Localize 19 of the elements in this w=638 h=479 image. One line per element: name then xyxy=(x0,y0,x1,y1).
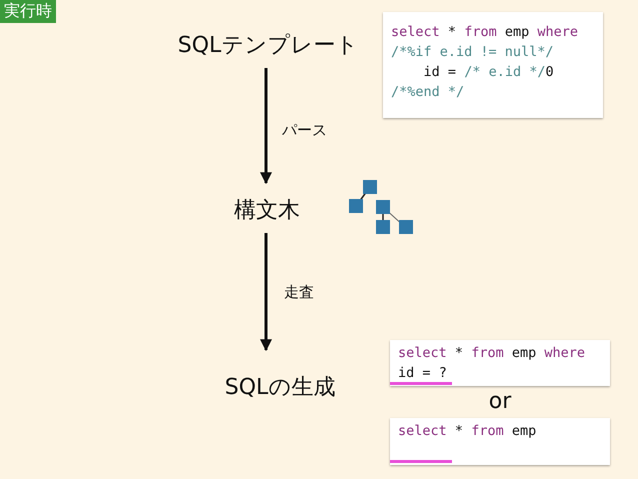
edge-label: 走査 xyxy=(284,283,314,302)
step-label: SQLテンプレート xyxy=(178,30,358,60)
code-box xyxy=(390,418,610,465)
code-line: id = ? xyxy=(398,364,448,383)
arrow xyxy=(260,233,272,352)
code-line: /*%end */ xyxy=(391,83,466,102)
edge-label: パース xyxy=(282,121,327,140)
code-box xyxy=(390,340,610,386)
step-label: SQLの生成 xyxy=(224,372,336,402)
code-line: id = /* e.id */0 xyxy=(422,63,555,82)
code-line: select * from emp where xyxy=(398,344,586,363)
code-line: select * from emp where xyxy=(391,23,580,42)
arrow xyxy=(260,68,272,184)
phase-badge: 実行時 xyxy=(0,0,56,23)
or-label: or xyxy=(488,389,512,414)
step-label: 構文木 xyxy=(234,195,300,225)
code-box xyxy=(383,12,603,118)
code-line: select * from emp xyxy=(398,422,538,441)
code-line: /*%if e.id != null*/ xyxy=(391,43,555,62)
